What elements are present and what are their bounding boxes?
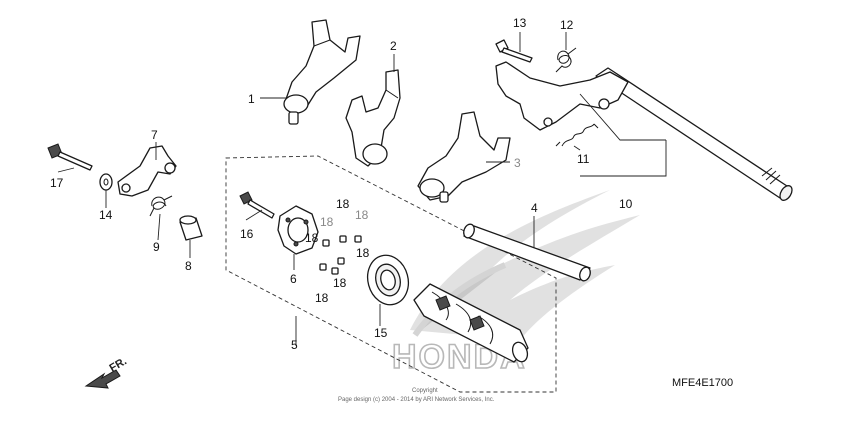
bolt-17 [47,143,93,171]
callout-18-f: 18 [333,276,347,290]
callout-5: 5 [291,338,298,352]
shift-fork-3 [417,111,511,203]
diagram-code: MFE4E1700 [672,377,733,389]
callout-16: 16 [240,227,254,241]
callout-18-a: 18 [336,197,350,211]
callout-17: 17 [50,176,64,190]
callout-18-c: 18 [320,215,334,229]
honda-watermark-text: HONDA [392,338,527,376]
copyright-line-1: Copyright [412,388,438,394]
shift-fork-1 [283,19,361,125]
copyright-line-2: Page design (c) 2004 - 2014 by ARI Netwo… [338,397,495,403]
callout-labels: 1 2 3 4 5 6 7 8 9 10 11 12 13 14 15 16 1… [50,16,633,352]
callout-2: 2 [390,39,397,53]
shift-fork-2 [345,69,401,167]
callout-18-d: 18 [356,246,370,260]
callout-18-e: 18 [305,231,319,245]
callout-6: 6 [290,272,297,286]
drum-center-6 [277,205,319,255]
collar-8 [179,215,203,241]
callout-12: 12 [560,18,574,32]
return-spring-11 [555,123,599,147]
callout-7: 7 [151,128,158,142]
leader-lines [57,32,667,346]
callout-18-g: 18 [315,291,329,305]
stopper-spring-9 [149,195,173,217]
bolt-16 [239,191,275,219]
callout-13: 13 [513,16,527,30]
callout-14: 14 [99,208,113,222]
callout-15: 15 [374,326,388,340]
washer-14 [99,173,113,191]
callout-8: 8 [185,259,192,273]
gearshift-spindle-10 [495,61,793,201]
callout-1: 1 [248,92,255,106]
shift-drum [413,283,529,363]
callout-10: 10 [619,197,633,211]
callout-4: 4 [531,201,538,215]
callout-18-b: 18 [355,208,369,222]
bolt-13 [495,39,533,63]
front-direction-arrow: FR. [84,355,129,389]
callout-9: 9 [153,240,160,254]
callout-3: 3 [514,156,521,170]
bearing-15 [366,254,410,306]
pins-18 [319,235,362,275]
spring-12 [555,47,577,73]
direction-label: FR. [108,355,129,374]
fork-shaft-4 [463,223,591,282]
stopper-arm-7 [117,145,177,197]
callout-11: 11 [577,152,590,166]
drum-assembly-outline [225,155,557,393]
